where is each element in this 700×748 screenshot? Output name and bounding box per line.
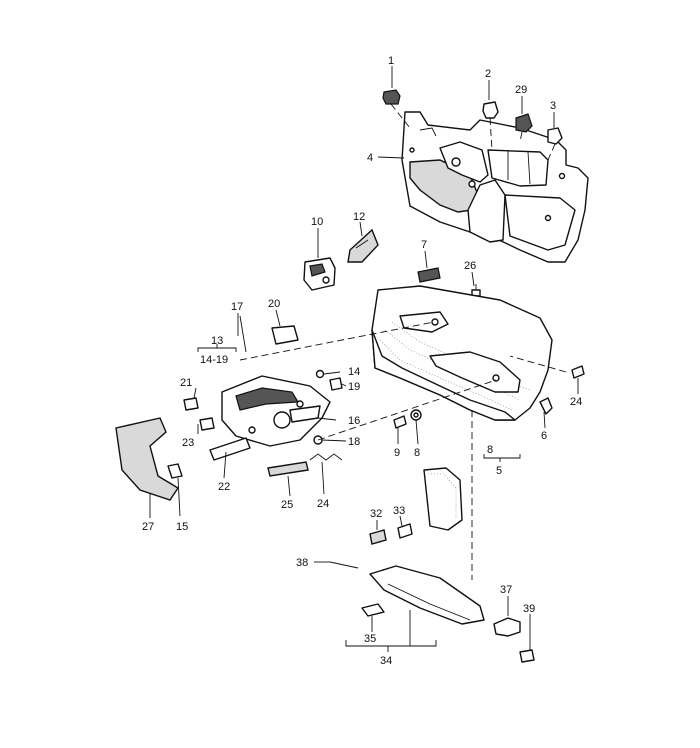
clip-part-15: [167, 463, 183, 479]
label-23: 23: [182, 437, 194, 449]
screw-part-21: [183, 397, 199, 411]
pin-part-38: [329, 561, 359, 569]
screw-part-23: [199, 417, 215, 431]
label-25: 25: [281, 499, 293, 511]
screw-part-24a: [571, 365, 585, 379]
label-38: 38: [296, 557, 308, 569]
clip-part-2: [482, 101, 499, 119]
screw-part-26: [471, 284, 481, 297]
label-16: 16: [348, 415, 360, 427]
label-33: 33: [393, 505, 405, 517]
clip-part-7: [417, 267, 441, 283]
label-3: 3: [550, 100, 556, 112]
label-12: 12: [353, 211, 365, 223]
washer-part-8: [410, 409, 422, 421]
label-39: 39: [523, 603, 535, 615]
clip-part-3: [547, 127, 563, 145]
clip-part-6: [539, 397, 553, 415]
lever-part-37: [493, 617, 521, 637]
cover-part-25: [267, 461, 309, 477]
label-21: 21: [180, 377, 192, 389]
spring-part-24b: [309, 453, 343, 461]
label-14-19: 14-19: [200, 354, 228, 366]
label-34: 34: [380, 655, 392, 667]
clip-part-29: [515, 113, 533, 133]
label-15: 15: [176, 521, 188, 533]
armrest-part-27: [115, 417, 179, 501]
label-4: 4: [367, 152, 373, 164]
label-10: 10: [311, 216, 323, 228]
cap-part-32: [369, 529, 387, 545]
label-1: 1: [388, 55, 394, 67]
label-22: 22: [218, 481, 230, 493]
label-5: 5: [496, 465, 502, 477]
label-27: 27: [142, 521, 154, 533]
label-24-left: 24: [317, 498, 329, 510]
rod-part-17: [239, 315, 247, 353]
lock-carrier-part-13: [221, 375, 331, 447]
spring-part-20: [271, 325, 299, 345]
label-6: 6: [541, 430, 547, 442]
bracket-part-12: [347, 228, 379, 263]
switch-part-10: [303, 257, 336, 291]
door-frame-part-4: [401, 111, 589, 263]
label-29: 29: [515, 84, 527, 96]
handle-part-34: [369, 565, 485, 625]
label-8-outer: 8: [487, 444, 493, 456]
label-20: 20: [268, 298, 280, 310]
label-32: 32: [370, 508, 382, 520]
clip-part-1: [382, 89, 401, 105]
screw-part-9: [393, 415, 407, 429]
label-19: 19: [348, 381, 360, 393]
bolt-part-19: [329, 377, 343, 391]
door-trim-panel-part-5: [371, 285, 553, 421]
bar-part-22: [209, 437, 251, 461]
bolt-part-14: [315, 369, 325, 379]
label-7: 7: [421, 239, 427, 251]
label-35: 35: [364, 633, 376, 645]
handle-escutcheon-part-33: [423, 467, 463, 531]
screw-part-33b: [397, 523, 413, 539]
label-26: 26: [464, 260, 476, 272]
leader-lines: [149, 66, 579, 652]
part-number-labels: 1 2 29 3 4 10 12 7 26 17 20 13 14-19 21 …: [142, 55, 582, 667]
label-9: 9: [394, 447, 400, 459]
label-8-inner: 8: [414, 447, 420, 459]
label-24-right: 24: [570, 396, 582, 408]
label-2: 2: [485, 68, 491, 80]
label-14: 14: [348, 366, 360, 378]
label-18: 18: [348, 436, 360, 448]
label-37: 37: [500, 584, 512, 596]
label-17: 17: [231, 301, 243, 313]
label-13: 13: [211, 335, 223, 347]
clip-part-35: [361, 603, 385, 617]
screw-part-39: [519, 649, 535, 663]
